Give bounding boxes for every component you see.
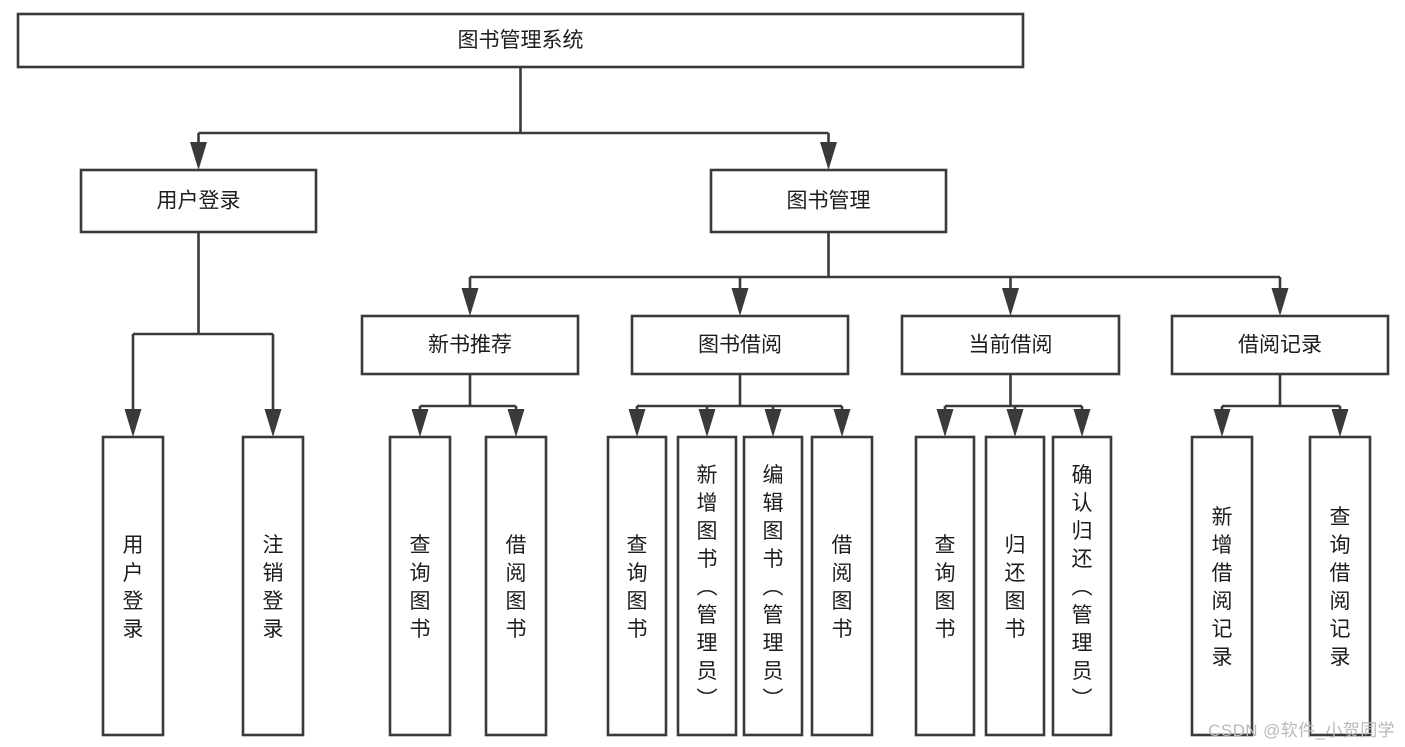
node-book-manage[interactable]: 图书管理 [709,168,948,234]
node-box-leaf-logout [241,435,305,737]
node-leaf-query-book-rec[interactable]: 查询图书 [388,435,452,737]
node-box-leaf-query-book-current [914,435,976,737]
arrow-head-book-manage [820,142,837,170]
node-root[interactable]: 图书管理系统 [16,12,1025,69]
arrow-head-leaf-logout [264,409,282,437]
node-box-leaf-user-login [101,435,165,737]
node-leaf-query-book-borrow[interactable]: 查询图书 [606,435,668,737]
arrow-head-leaf-borrow-book [833,409,851,437]
arrow-head-user-login [190,142,207,170]
arrow-head-leaf-borrow-book-rec [507,409,525,437]
node-label-current-borrow: 当前借阅 [969,334,1053,357]
node-box-current-borrow [900,314,1121,376]
node-label-book-borrow: 图书借阅 [698,334,782,357]
arrow-head-leaf-query-book-borrow [628,409,646,437]
node-leaf-logout[interactable]: 注销登录 [241,435,305,737]
node-book-borrow[interactable]: 图书借阅 [630,314,850,376]
arrow-head-leaf-return-book [1006,409,1024,437]
node-leaf-add-book-admin[interactable]: 新增图书︵管理员︶ [676,435,738,737]
node-leaf-confirm-return-admin[interactable]: 确认归还︵管理员︶ [1051,435,1113,737]
arrow-head-leaf-edit-book-admin [764,409,782,437]
node-box-leaf-confirm-return-admin [1051,435,1113,737]
node-box-leaf-query-book-borrow [606,435,668,737]
node-label-leaf-confirm-return-admin: 确认归还︵管理员︶ [1072,464,1093,711]
node-box-leaf-query-book-rec [388,435,452,737]
node-leaf-borrow-book-rec[interactable]: 借阅图书 [484,435,548,737]
node-box-leaf-borrow-book [810,435,874,737]
node-label-leaf-query-book-current: 查询图书 [935,534,956,641]
node-box-root [16,12,1025,69]
arrow-head-borrow-record [1271,288,1289,316]
node-leaf-query-book-current[interactable]: 查询图书 [914,435,976,737]
arrow-head-leaf-confirm-return-admin [1073,409,1091,437]
node-leaf-query-borrow-record[interactable]: 查询借阅记录 [1308,435,1372,737]
node-label-leaf-return-book: 归还图书 [1005,534,1026,641]
node-user-login[interactable]: 用户登录 [79,168,318,234]
node-box-book-manage [709,168,948,234]
arrow-head-leaf-query-book-current [936,409,954,437]
node-label-leaf-user-login: 用户登录 [123,534,144,641]
node-leaf-return-book[interactable]: 归还图书 [984,435,1046,737]
node-leaf-edit-book-admin[interactable]: 编辑图书︵管理员︶ [742,435,804,737]
arrow-head-new-book-rec [461,288,479,316]
arrow-head-leaf-user-login [124,409,142,437]
node-box-leaf-add-book-admin [676,435,738,737]
node-box-leaf-add-borrow-record [1190,435,1254,737]
node-layer: 图书管理系统用户登录图书管理新书推荐图书借阅当前借阅借阅记录用户登录注销登录查询… [16,12,1390,737]
arrow-head-leaf-query-book-rec [411,409,429,437]
node-label-user-login: 用户登录 [157,190,241,213]
node-label-leaf-add-book-admin: 新增图书︵管理员︶ [697,464,718,711]
node-label-leaf-borrow-book-rec: 借阅图书 [506,534,527,641]
node-leaf-user-login[interactable]: 用户登录 [101,435,165,737]
node-label-leaf-add-borrow-record: 新增借阅记录 [1212,506,1233,669]
node-label-book-manage: 图书管理 [787,190,871,213]
node-label-new-book-rec: 新书推荐 [428,334,512,357]
arrow-head-book-borrow [731,288,749,316]
node-label-leaf-query-book-borrow: 查询图书 [627,534,648,641]
node-label-root: 图书管理系统 [458,29,584,52]
node-box-leaf-query-borrow-record [1308,435,1372,737]
node-label-leaf-logout: 注销登录 [263,534,284,641]
node-box-leaf-edit-book-admin [742,435,804,737]
node-box-new-book-rec [360,314,580,376]
node-box-leaf-borrow-book-rec [484,435,548,737]
node-box-user-login [79,168,318,234]
node-new-book-rec[interactable]: 新书推荐 [360,314,580,376]
node-leaf-add-borrow-record[interactable]: 新增借阅记录 [1190,435,1254,737]
node-label-leaf-query-book-rec: 查询图书 [410,534,431,641]
node-box-book-borrow [630,314,850,376]
arrow-head-current-borrow [1002,288,1019,316]
node-leaf-borrow-book[interactable]: 借阅图书 [810,435,874,737]
node-label-leaf-borrow-book: 借阅图书 [832,534,853,641]
node-current-borrow[interactable]: 当前借阅 [900,314,1121,376]
node-box-borrow-record [1170,314,1390,376]
node-borrow-record[interactable]: 借阅记录 [1170,314,1390,376]
node-label-leaf-query-borrow-record: 查询借阅记录 [1330,506,1351,669]
node-box-leaf-return-book [984,435,1046,737]
node-label-borrow-record: 借阅记录 [1238,334,1322,357]
connector-layer [124,67,1349,437]
arrow-head-leaf-add-book-admin [698,409,716,437]
arrow-head-leaf-add-borrow-record [1213,409,1231,437]
node-label-leaf-edit-book-admin: 编辑图书︵管理员︶ [763,464,784,711]
arrow-head-leaf-query-borrow-record [1331,409,1349,437]
